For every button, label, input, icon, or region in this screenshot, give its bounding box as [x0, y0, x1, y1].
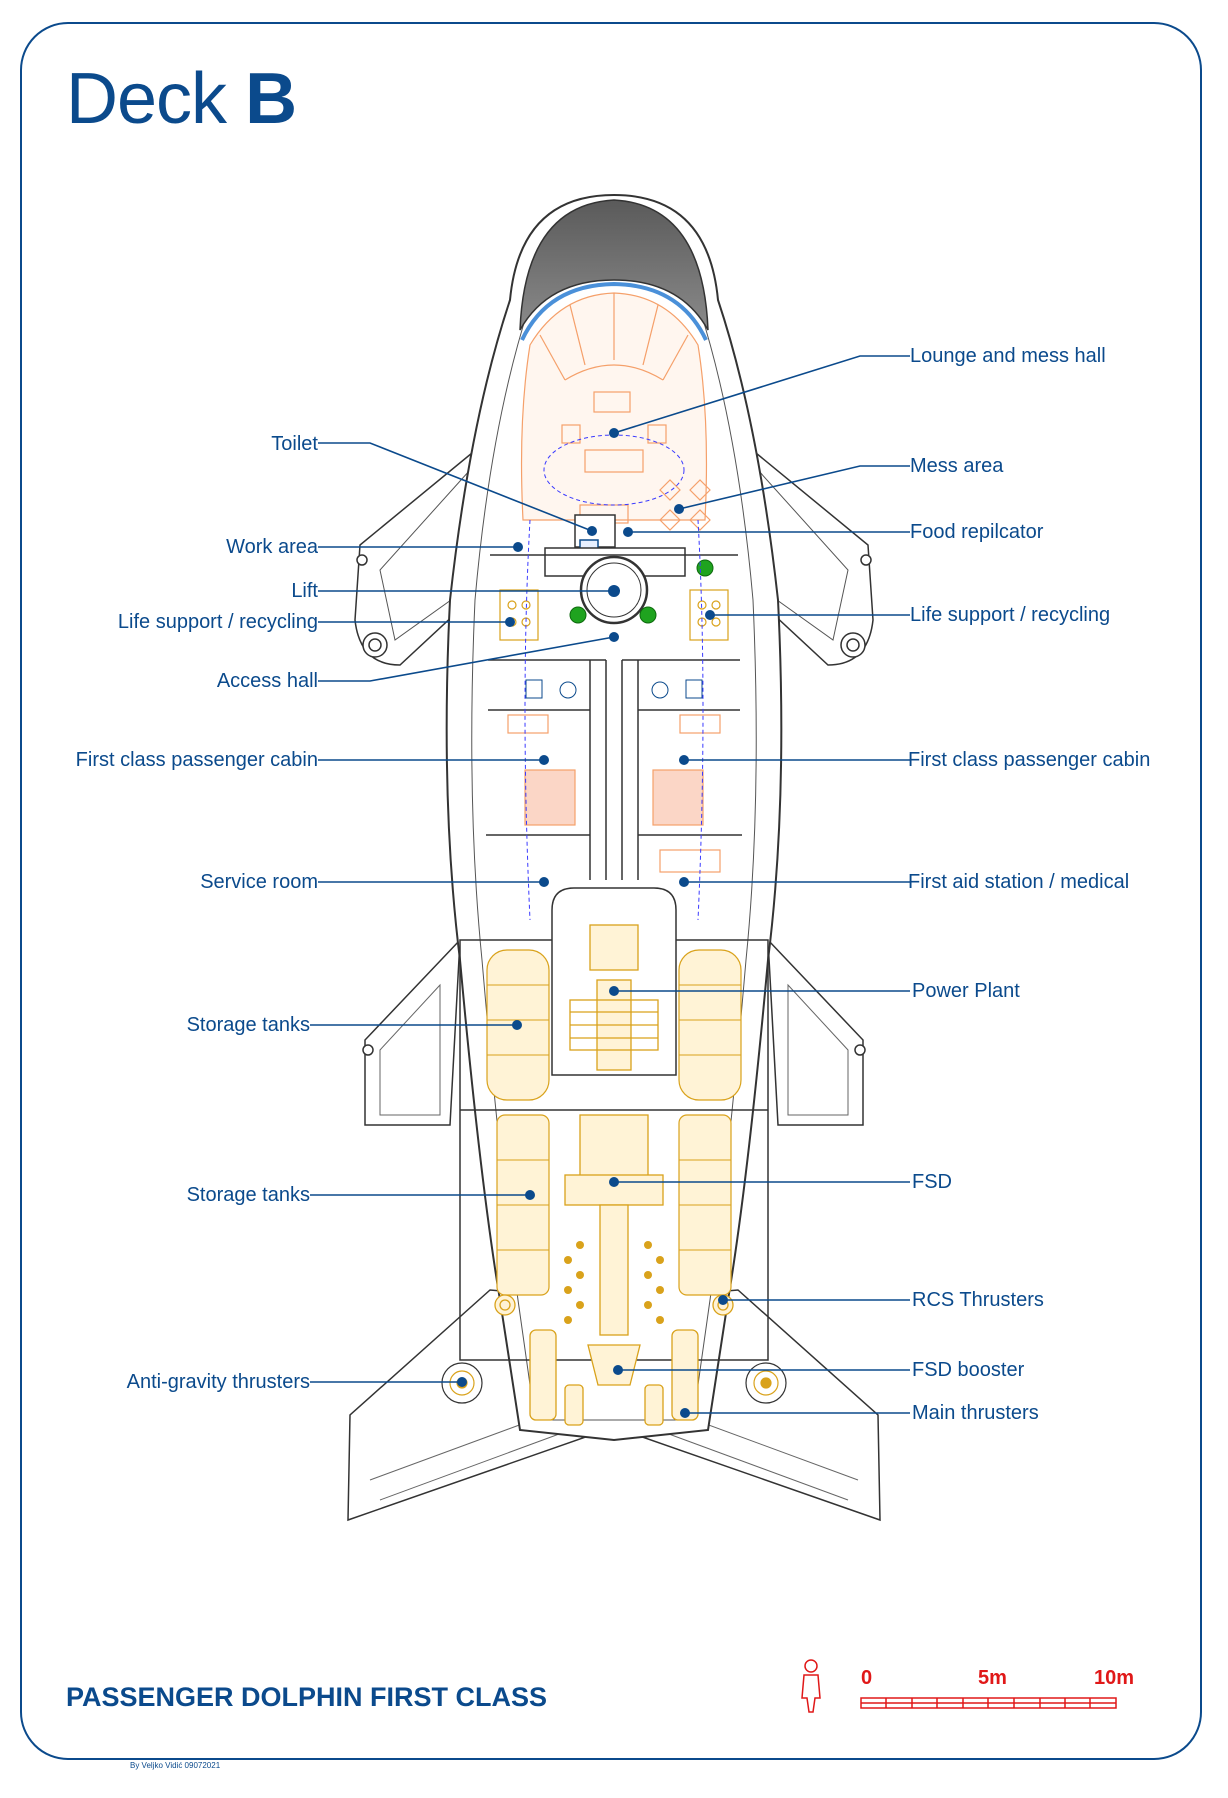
plants [569, 559, 714, 624]
label-fsd: FSD [912, 1171, 952, 1193]
label-main-thrusters: Main thrusters [912, 1402, 1039, 1424]
label-cabin-left: First class passenger cabin [75, 749, 318, 771]
label-food-replicator: Food repilcator [910, 521, 1044, 543]
author-credit: By Veljko Vidić 09072021 [130, 1761, 221, 1770]
lounge-floor [520, 292, 711, 531]
label-lift: Lift [291, 580, 318, 602]
page-frame [20, 22, 1202, 1760]
leader-lines [310, 355, 910, 1414]
label-work-area: Work area [226, 536, 318, 558]
life-support-units [499, 589, 729, 641]
label-access-hall: Access hall [216, 670, 318, 692]
label-rcs: RCS Thrusters [912, 1289, 1044, 1311]
mid-fins [362, 938, 866, 1126]
label-lounge: Lounge and mess hall [910, 345, 1106, 367]
label-storage-tanks-2: Storage tanks [186, 1184, 310, 1206]
fsd-coils [564, 1241, 664, 1324]
scale-end-label: 10m [1094, 1667, 1135, 1689]
scale-bar [860, 1697, 1117, 1709]
label-life-support-left: Life support / recycling [117, 611, 318, 633]
label-mess-area: Mess area [910, 455, 1004, 477]
main-thrusters [529, 1329, 699, 1426]
label-anti-gravity: Anti-gravity thrusters [126, 1371, 310, 1393]
cabins [507, 714, 721, 873]
scale-mid-label: 5m [978, 1667, 1007, 1689]
bathrooms [525, 679, 703, 699]
front-wing-pods [356, 554, 872, 658]
fsd [564, 1114, 664, 1386]
leader-dots [457, 428, 728, 1418]
label-power-plant: Power Plant [912, 980, 1020, 1002]
person-scale-icon [801, 1659, 821, 1713]
interior-walls [486, 554, 742, 880]
label-first-aid: First aid station / medical [908, 871, 1130, 893]
ship-name: PASSENGER DOLPHIN FIRST CLASS [66, 1682, 548, 1712]
canopy [519, 199, 709, 331]
label-fsd-booster: FSD booster [912, 1359, 1025, 1381]
label-cabin-right: First class passenger cabin [908, 749, 1151, 771]
scale-zero-label: 0 [861, 1667, 873, 1689]
page-title: Deck B [66, 59, 297, 139]
label-life-support-right: Life support / recycling [910, 604, 1111, 626]
label-toilet: Toilet [271, 433, 318, 455]
label-storage-tanks-1: Storage tanks [186, 1014, 310, 1036]
label-service-room: Service room [200, 871, 318, 893]
